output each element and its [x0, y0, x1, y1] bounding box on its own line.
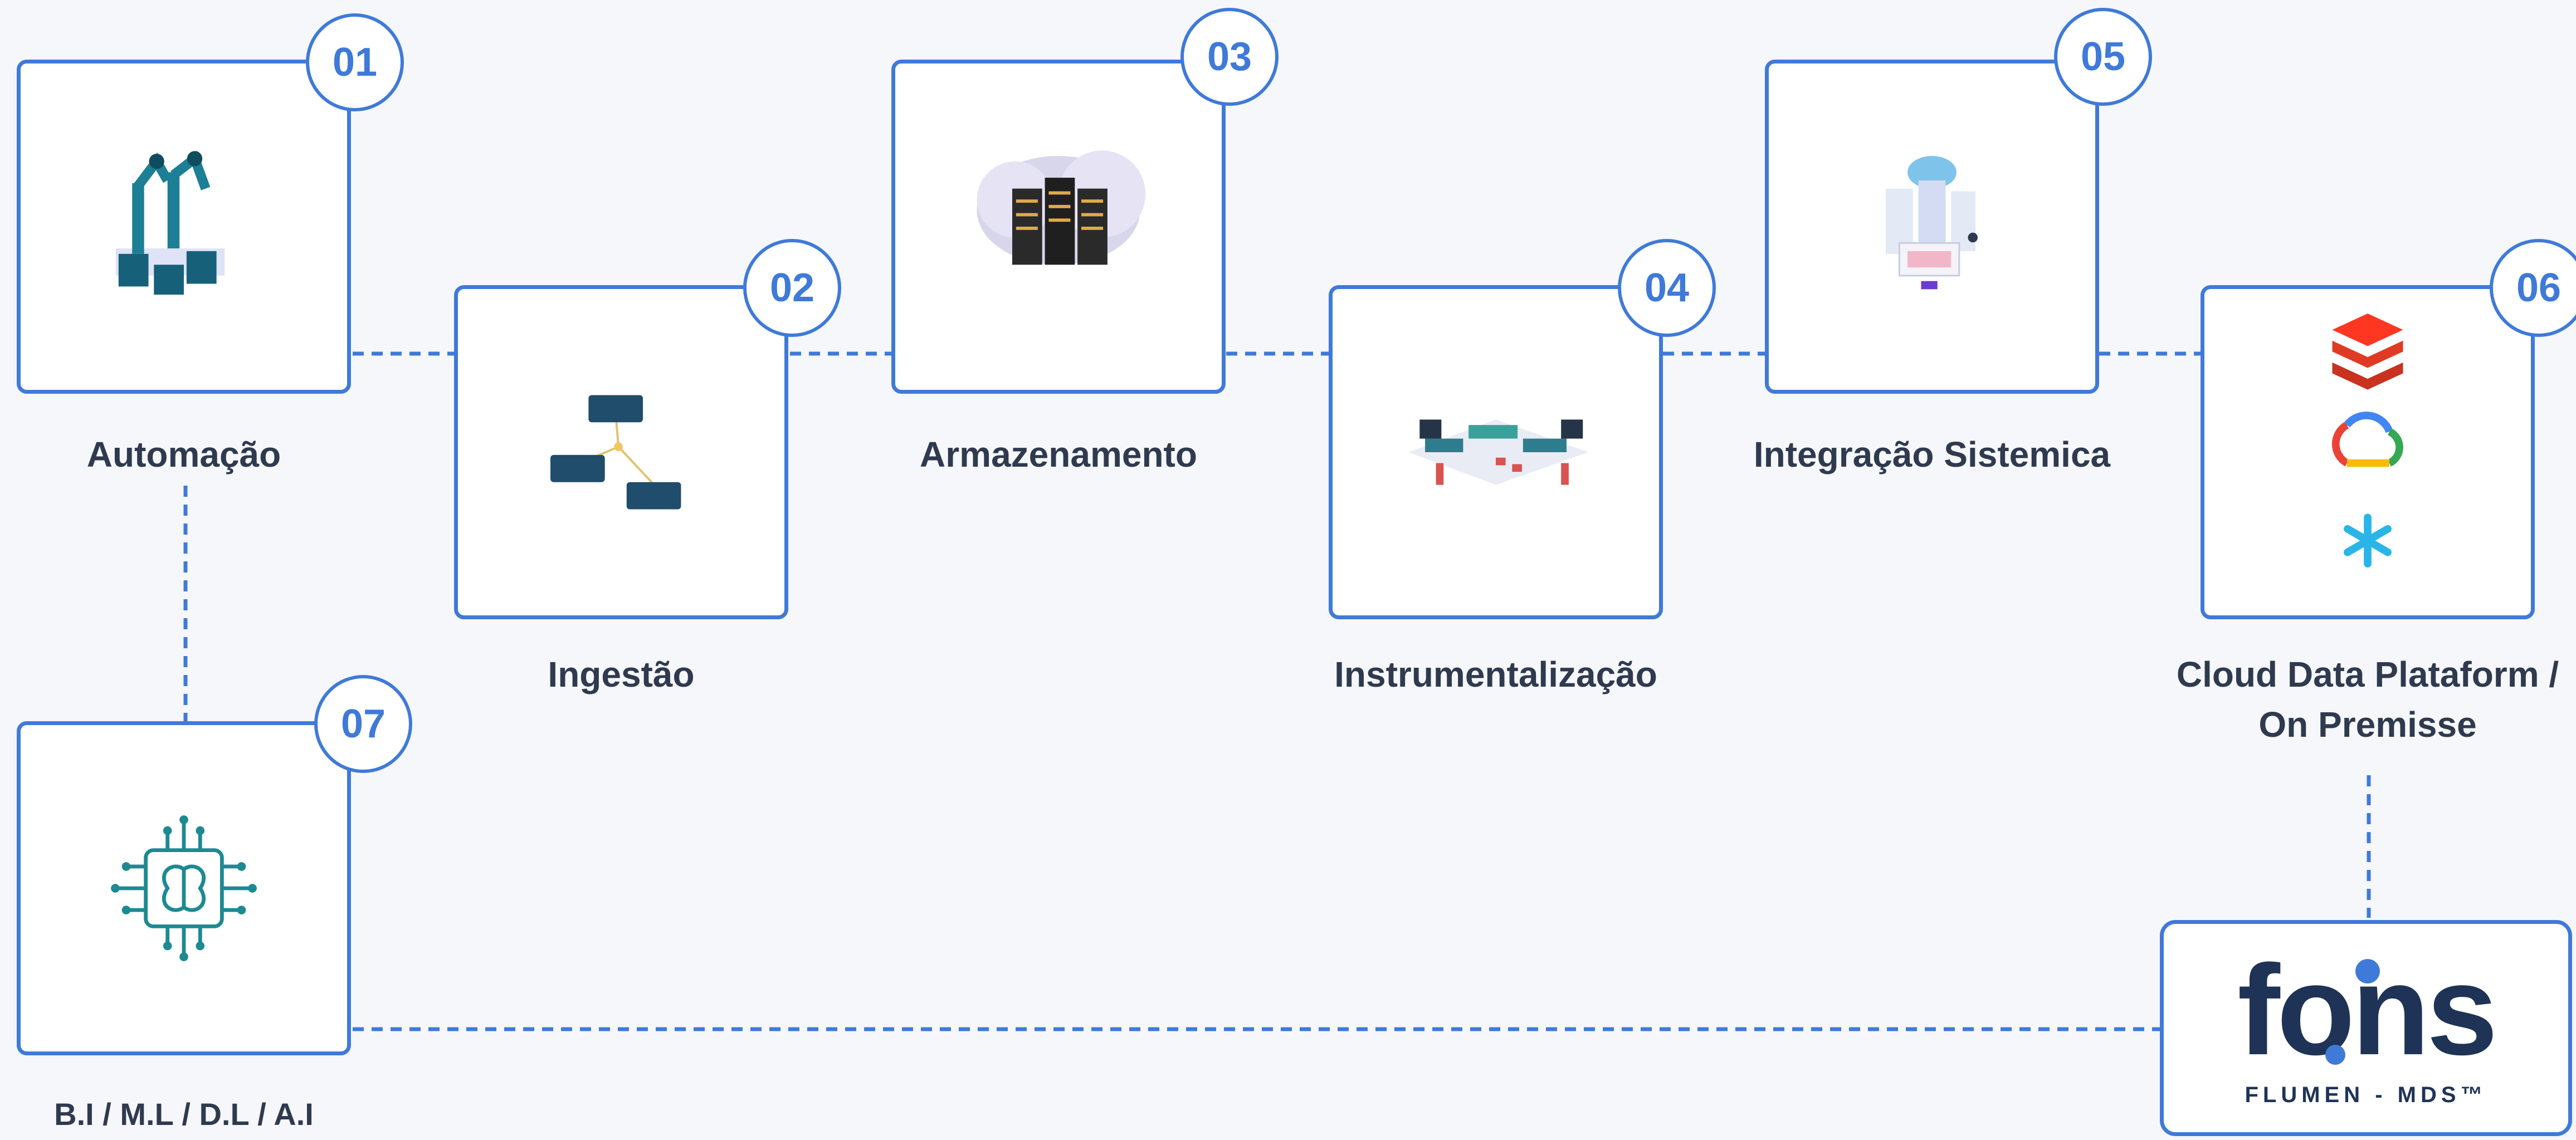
- fons-logo-box: fons FLUMEN - MDS™: [2160, 920, 2572, 1136]
- step-label-integracao: Integração Sistemica: [1753, 434, 2111, 474]
- step-number-badge: 04: [1618, 239, 1716, 337]
- cloud-platforms-icon: [2331, 313, 2403, 568]
- step-card-03: 03: [891, 8, 1279, 394]
- step-number-badge: 06: [2490, 239, 2576, 337]
- step-card-06: 06: [2201, 239, 2576, 619]
- brand-tagline: FLUMEN - MDS™: [2245, 1083, 2487, 1107]
- snowflake-logo-icon: [2344, 513, 2392, 568]
- step-label-cloud-line2: On Premisse: [2258, 704, 2477, 745]
- step-card-04: 04: [1329, 239, 1716, 619]
- step-number-badge: 03: [1180, 8, 1279, 106]
- factory-line-icon: [1408, 419, 1589, 485]
- step-label-automacao: Automação: [86, 434, 281, 474]
- server-cloud-icon: [977, 150, 1146, 265]
- step-number-badge: 02: [743, 239, 841, 337]
- step-card-02: 02: [454, 239, 841, 619]
- step-card-05: 05: [1765, 8, 2152, 394]
- step-card-01: 01: [17, 13, 404, 394]
- step-label-ingestao: Ingestão: [548, 654, 695, 694]
- step-label-cloud-line1: Cloud Data Plataform /: [2176, 654, 2559, 694]
- ai-brain-chip-icon: [111, 815, 257, 961]
- system-integration-icon: [1885, 156, 1978, 290]
- step-label-instrumentalizacao: Instrumentalização: [1334, 654, 1657, 694]
- fons-dot-icon: [2325, 959, 2380, 1065]
- step-card-07: 07: [17, 675, 412, 1055]
- step-number-badge: 01: [306, 13, 404, 111]
- databricks-logo-icon: [2332, 313, 2403, 390]
- step-label-bi-ml-dl-ai: B.I / M.L / D.L / A.I: [54, 1097, 314, 1132]
- step-number-badge: 07: [314, 675, 412, 773]
- robot-arms-icon: [115, 150, 225, 295]
- google-cloud-logo-icon: [2331, 412, 2403, 467]
- step-label-armazenamento: Armazenamento: [920, 434, 1197, 474]
- network-devices-icon: [550, 395, 681, 510]
- step-number-badge: 05: [2054, 8, 2152, 106]
